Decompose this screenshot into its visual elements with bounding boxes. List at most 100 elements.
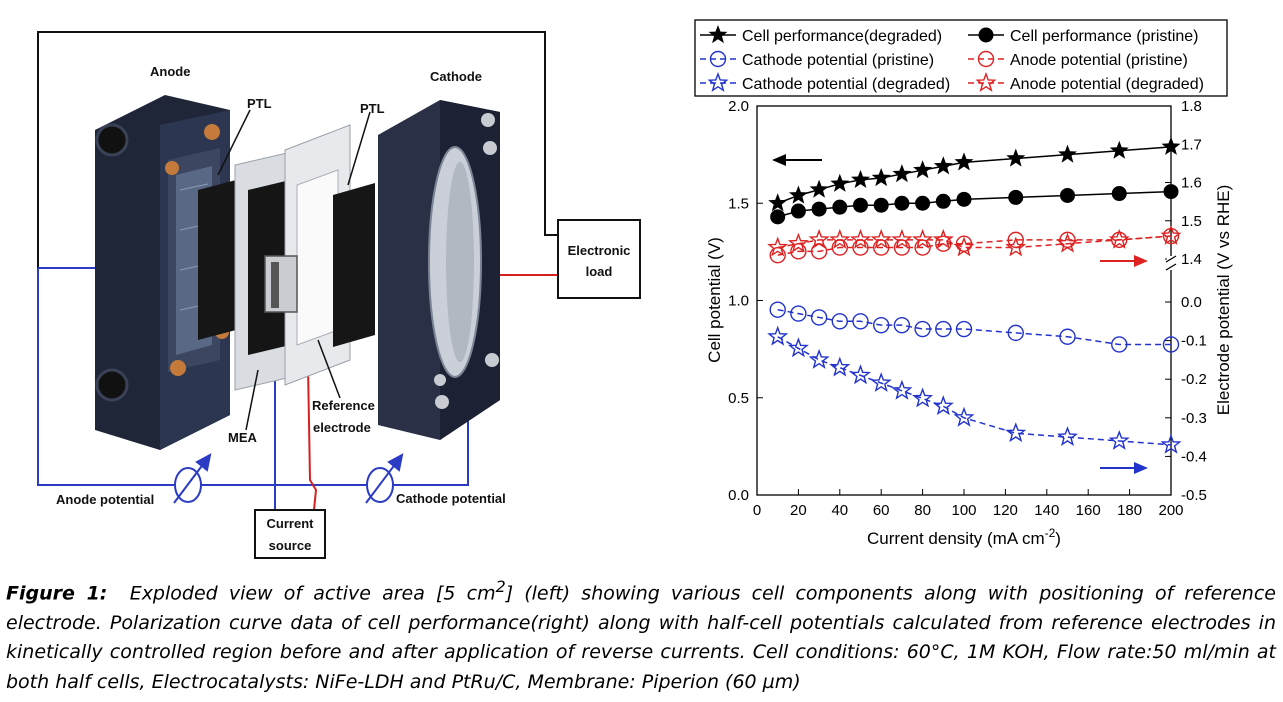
data-point	[853, 197, 868, 213]
figure-caption: Figure 1: Exploded view of active area […	[6, 572, 1276, 697]
data-point	[1060, 187, 1075, 203]
y-right-axis-label: Electrode potential (V vs RHE)	[1214, 185, 1233, 416]
y-right-tick-label: -0.3	[1181, 410, 1207, 427]
right-axis-arrow-icon	[1134, 255, 1148, 267]
data-point	[871, 168, 891, 187]
data-point	[933, 156, 953, 175]
x-tick-label: 80	[914, 502, 931, 519]
data-point	[870, 372, 892, 392]
bolt-icon	[483, 141, 497, 155]
data-point	[912, 228, 934, 249]
data-point	[1057, 426, 1078, 447]
data-point	[935, 193, 951, 209]
data-point	[873, 316, 890, 334]
axis-break-gap	[1167, 256, 1175, 270]
series-1	[770, 184, 1179, 225]
y-right-tick-label: 1.6	[1181, 175, 1202, 192]
data-point	[935, 235, 952, 252]
x-tick-label: 160	[1076, 502, 1101, 519]
reference-electrode-label: electrode	[313, 420, 371, 435]
y-right-tick-label: 1.7	[1181, 136, 1202, 153]
data-point	[935, 320, 952, 338]
data-point	[810, 309, 828, 326]
exploded-cell-diagram: Electronic load Current source Anode Cat…	[37, 31, 641, 559]
y-right-tick-label: 1.5	[1181, 213, 1202, 230]
series-4	[767, 325, 1182, 454]
legend-entry: Cathode potential (degraded)	[742, 76, 950, 93]
data-point	[1111, 186, 1127, 202]
anode-potential-label: Anode potential	[56, 492, 154, 507]
reference-electrode-label: Reference	[312, 398, 375, 413]
data-point	[892, 164, 912, 183]
ptl-label-right: PTL	[360, 101, 385, 116]
bolt-icon	[170, 360, 186, 376]
series-5	[767, 224, 1182, 257]
data-point	[956, 191, 972, 207]
data-point	[1008, 189, 1024, 205]
anode-label: Anode	[150, 64, 190, 79]
current-source-label: source	[269, 538, 312, 553]
reference-electrode-frame	[264, 124, 351, 386]
y-right-tick-label: 0.0	[1181, 294, 1202, 311]
data-point	[1057, 232, 1078, 253]
x-tick-label: 120	[993, 502, 1018, 519]
data-point	[852, 313, 869, 330]
bolt-icon	[165, 161, 179, 175]
legend-entry: Anode potential (pristine)	[1010, 52, 1188, 69]
data-point	[808, 228, 830, 249]
data-point	[769, 301, 786, 318]
data-point	[912, 387, 934, 408]
data-point	[767, 236, 789, 257]
data-point	[873, 197, 889, 213]
data-point	[870, 228, 892, 249]
y-left-tick-label: 1.5	[728, 195, 749, 212]
x-tick-label: 200	[1158, 502, 1183, 519]
right-axis-arrow-icon	[1134, 462, 1148, 474]
axis-break-mark	[1165, 255, 1177, 263]
load-wire-black	[37, 31, 558, 268]
data-point	[811, 201, 827, 217]
y-right-tick-label: -0.2	[1181, 371, 1207, 388]
legend-entry: Cathode potential (pristine)	[742, 52, 934, 69]
data-point	[1161, 136, 1181, 155]
data-point	[1163, 184, 1179, 200]
y-left-tick-label: 2.0	[728, 98, 749, 115]
bolt-icon	[485, 353, 499, 367]
data-point	[788, 185, 808, 204]
axis-break-mark	[1165, 263, 1177, 271]
data-point	[768, 193, 788, 212]
y-left-tick-label: 0.0	[728, 487, 749, 504]
data-point	[851, 169, 870, 188]
current-source-box	[254, 509, 326, 559]
legend-entry: Cell performance(degraded)	[742, 28, 942, 45]
electronic-load-box	[557, 219, 641, 299]
data-point	[830, 173, 850, 192]
y-right-tick-label: 1.8	[1181, 98, 1202, 115]
x-tick-label: 180	[1117, 502, 1142, 519]
data-point	[955, 320, 973, 338]
data-point	[953, 406, 975, 427]
data-point	[954, 152, 974, 171]
data-point	[832, 199, 848, 215]
series-line	[777, 235, 1172, 256]
data-point	[769, 246, 786, 264]
current-source-label: Current	[267, 516, 315, 531]
series-line	[777, 336, 1172, 446]
bolt-icon	[95, 368, 129, 402]
ptl-label-left: PTL	[247, 96, 272, 111]
legend-marker	[708, 25, 728, 44]
series-line	[777, 308, 1171, 346]
data-point	[891, 379, 913, 400]
data-point	[893, 316, 911, 334]
data-point	[809, 179, 829, 198]
caption-superscript: 2	[495, 577, 506, 596]
data-point	[790, 305, 807, 322]
legend-marker	[707, 71, 729, 92]
legend-marker	[709, 50, 727, 68]
data-point	[1109, 140, 1129, 159]
chart-plot-area	[767, 136, 1182, 454]
chart-legend: Cell performance(degraded)Cell performan…	[694, 19, 1228, 97]
y-right-tick-label: -0.5	[1181, 487, 1207, 504]
legend-marker	[978, 27, 994, 43]
